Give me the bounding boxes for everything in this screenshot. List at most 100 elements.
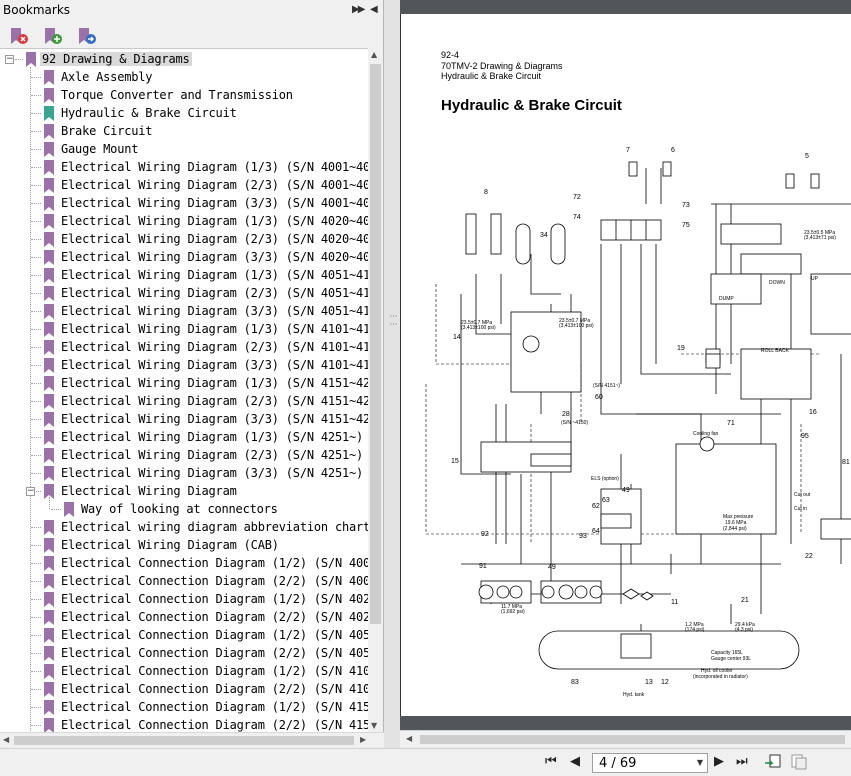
bookmark-row[interactable]: Electrical Wiring Diagram (3/3) (S/N 415… [0,411,368,429]
bookmark-label: Electrical Wiring Diagram (2/3) (S/N 415… [61,394,368,408]
page-number-input[interactable]: 4 / 69 [599,756,637,771]
collapse-root-icon[interactable]: − [5,54,14,64]
bookmark-icon [44,88,54,103]
bookmark-row[interactable]: Electrical Connection Diagram (2/2) (S/N… [0,681,368,699]
bookmark-row[interactable]: Electrical Wiring Diagram (2/3) (S/N 405… [0,285,368,303]
bookmark-row[interactable]: Electrical Connection Diagram (1/2) (S/N… [0,699,368,717]
bookmark-row[interactable]: Torque Converter and Transmission [0,87,368,105]
bookmarks-panel: Bookmarks ▶▶ ◀ − [0,0,384,748]
diagram-label: 19 [677,345,685,352]
page-number-label: 92-4 [441,50,460,60]
bookmark-label: Electrical Connection Diagram (2/2) (S/N… [61,610,368,624]
bookmark-icon [44,196,54,211]
bookmark-root-row[interactable]: − 92 Drawing & Diagrams [0,51,368,69]
bookmark-row[interactable]: Electrical Wiring Diagram (2/3) (S/N 402… [0,231,368,249]
bookmark-row[interactable]: Electrical Wiring Diagram (3/3) (S/N 400… [0,195,368,213]
bookmark-row[interactable]: Electrical Wiring Diagram (2/3) (S/N 400… [0,177,368,195]
bookmark-icon [44,682,54,697]
bookmark-label: Electrical Wiring Diagram (3/3) (S/N 405… [61,304,368,318]
bookmark-row[interactable]: Electrical Connection Diagram (1/2) (S/N… [0,555,368,573]
scrollbar-thumb[interactable] [370,64,381,624]
bookmark-row[interactable]: Electrical Wiring Diagram (1/3) (S/N 400… [0,159,368,177]
bookmark-row[interactable]: Electrical Connection Diagram (2/2) (S/N… [0,573,368,591]
first-page-button[interactable]: ⏮ [545,754,557,769]
bookmarks-vertical-scrollbar[interactable]: ▲ ▼ [368,48,383,732]
find-bookmark-icon[interactable] [76,26,98,48]
bookmark-label: Electrical Wiring Diagram (CAB) [61,538,279,552]
bookmark-label: Electrical Wiring Diagram (1/3) (S/N 425… [61,430,364,444]
bookmark-row[interactable]: Way of looking at connectors [0,501,368,519]
bookmark-row[interactable]: Electrical Connection Diagram (1/2) (S/N… [0,627,368,645]
scroll-right-arrow-icon[interactable]: ▶ [360,735,367,744]
bookmark-row[interactable]: Gauge Mount [0,141,368,159]
bookmark-row[interactable]: Electrical Connection Diagram (1/2) (S/N… [0,591,368,609]
bookmark-row[interactable]: Electrical Wiring Diagram (3/3) (S/N 402… [0,249,368,267]
scroll-down-arrow-icon[interactable]: ▼ [371,721,378,730]
diagram-label: 93 [579,533,587,540]
scroll-left-arrow-icon[interactable]: ◀ [3,735,10,744]
next-view-icon[interactable] [790,754,808,770]
bookmark-row[interactable]: Electrical Connection Diagram (2/2) (S/N… [0,609,368,627]
splitter-grip-icon[interactable]: ⋮⋮ [389,312,398,328]
bookmark-label: Electrical wiring diagram abbreviation c… [61,520,368,534]
diagram-label: 62 [592,503,600,510]
bookmark-icon [44,574,54,589]
bookmark-row[interactable]: Electrical Wiring Diagram (CAB) [0,537,368,555]
scroll-up-arrow-icon[interactable]: ▲ [371,50,378,59]
document-horizontal-scrollbar[interactable]: ◀ [400,730,851,748]
scrollbar-thumb[interactable] [420,735,845,744]
bookmark-row[interactable]: Electrical Wiring Diagram (1/3) (S/N 402… [0,213,368,231]
page-number-field[interactable]: 4 / 69 ▼ [592,753,708,773]
bookmark-row[interactable]: Electrical Wiring Diagram (1/3) (S/N 410… [0,321,368,339]
diagram-label: 74 [573,214,581,221]
bookmark-row[interactable]: Brake Circuit [0,123,368,141]
bookmark-row[interactable]: Electrical Connection Diagram (1/2) (S/N… [0,663,368,681]
bookmark-row[interactable]: Electrical Wiring Diagram (1/3) (S/N 425… [0,429,368,447]
document-page: 92-4 70TMV-2 Drawing & Diagrams Hydrauli… [400,14,851,716]
delete-bookmark-icon[interactable] [8,26,30,48]
page-navigation-bar: ⏮ ◀ 4 / 69 ▼ ▶ ⏭ [0,748,851,776]
collapse-node-icon[interactable]: − [26,486,35,496]
bookmark-label: Brake Circuit [61,124,153,138]
panel-splitter[interactable]: ⋮⋮ [384,0,400,748]
diagram-label: 12 [661,679,669,686]
scrollbar-thumb[interactable] [14,736,354,745]
diagram-note: (174 psi) [685,627,705,633]
expand-bookmark-icon[interactable] [42,26,64,48]
bookmark-row[interactable]: Electrical Wiring Diagram (1/3) (S/N 415… [0,375,368,393]
bookmark-row[interactable]: Electrical Wiring Diagram (2/3) (S/N 415… [0,393,368,411]
bookmark-row[interactable]: Electrical Wiring Diagram (1/3) (S/N 405… [0,267,368,285]
scroll-left-arrow-icon[interactable]: ◀ [406,734,413,743]
bookmark-row[interactable]: −Electrical Wiring Diagram [0,483,368,501]
document-view[interactable]: 92-4 70TMV-2 Drawing & Diagrams Hydrauli… [400,0,851,730]
bookmark-row[interactable]: Hydraulic & Brake Circuit [0,105,368,123]
bookmark-row[interactable]: Electrical Wiring Diagram (3/3) (S/N 425… [0,465,368,483]
bookmark-label: Hydraulic & Brake Circuit [61,106,237,120]
page-dropdown-icon[interactable]: ▼ [696,758,703,767]
last-page-button[interactable]: ⏭ [736,754,748,769]
diagram-note: 1.2 MPa [685,622,704,628]
bookmark-row[interactable]: Electrical Connection Diagram (2/2) (S/N… [0,717,368,732]
collapse-panel-button[interactable]: ▶▶ [352,4,365,15]
bookmark-row[interactable]: Electrical wiring diagram abbreviation c… [0,519,368,537]
bookmark-root-label: 92 Drawing & Diagrams [40,52,192,66]
prev-page-button[interactable]: ◀ [570,754,580,769]
prev-view-icon[interactable] [764,754,782,770]
diagram-note: ELS (option) [591,476,619,482]
bookmark-icon [44,286,54,301]
bookmark-row[interactable]: Electrical Wiring Diagram (3/3) (S/N 405… [0,303,368,321]
next-page-button[interactable]: ▶ [714,754,724,769]
diagram-note: Hyd. oil cooler [701,668,733,674]
bookmark-row[interactable]: Electrical Wiring Diagram (3/3) (S/N 410… [0,357,368,375]
bookmark-row[interactable]: Electrical Connection Diagram (2/2) (S/N… [0,645,368,663]
bookmark-row[interactable]: Electrical Wiring Diagram (2/3) (S/N 425… [0,447,368,465]
bookmark-label: Electrical Connection Diagram (1/2) (S/N… [61,664,368,678]
diagram-note: Capacity 165L [711,650,743,656]
diagram-note: UP [811,276,819,282]
bookmark-row[interactable]: Axle Assembly [0,69,368,87]
close-panel-button[interactable]: ◀ [370,4,378,15]
bookmark-icon [44,268,54,283]
bookmark-row[interactable]: Electrical Wiring Diagram (2/3) (S/N 410… [0,339,368,357]
bookmarks-horizontal-scrollbar[interactable]: ◀ ▶ [0,732,384,748]
